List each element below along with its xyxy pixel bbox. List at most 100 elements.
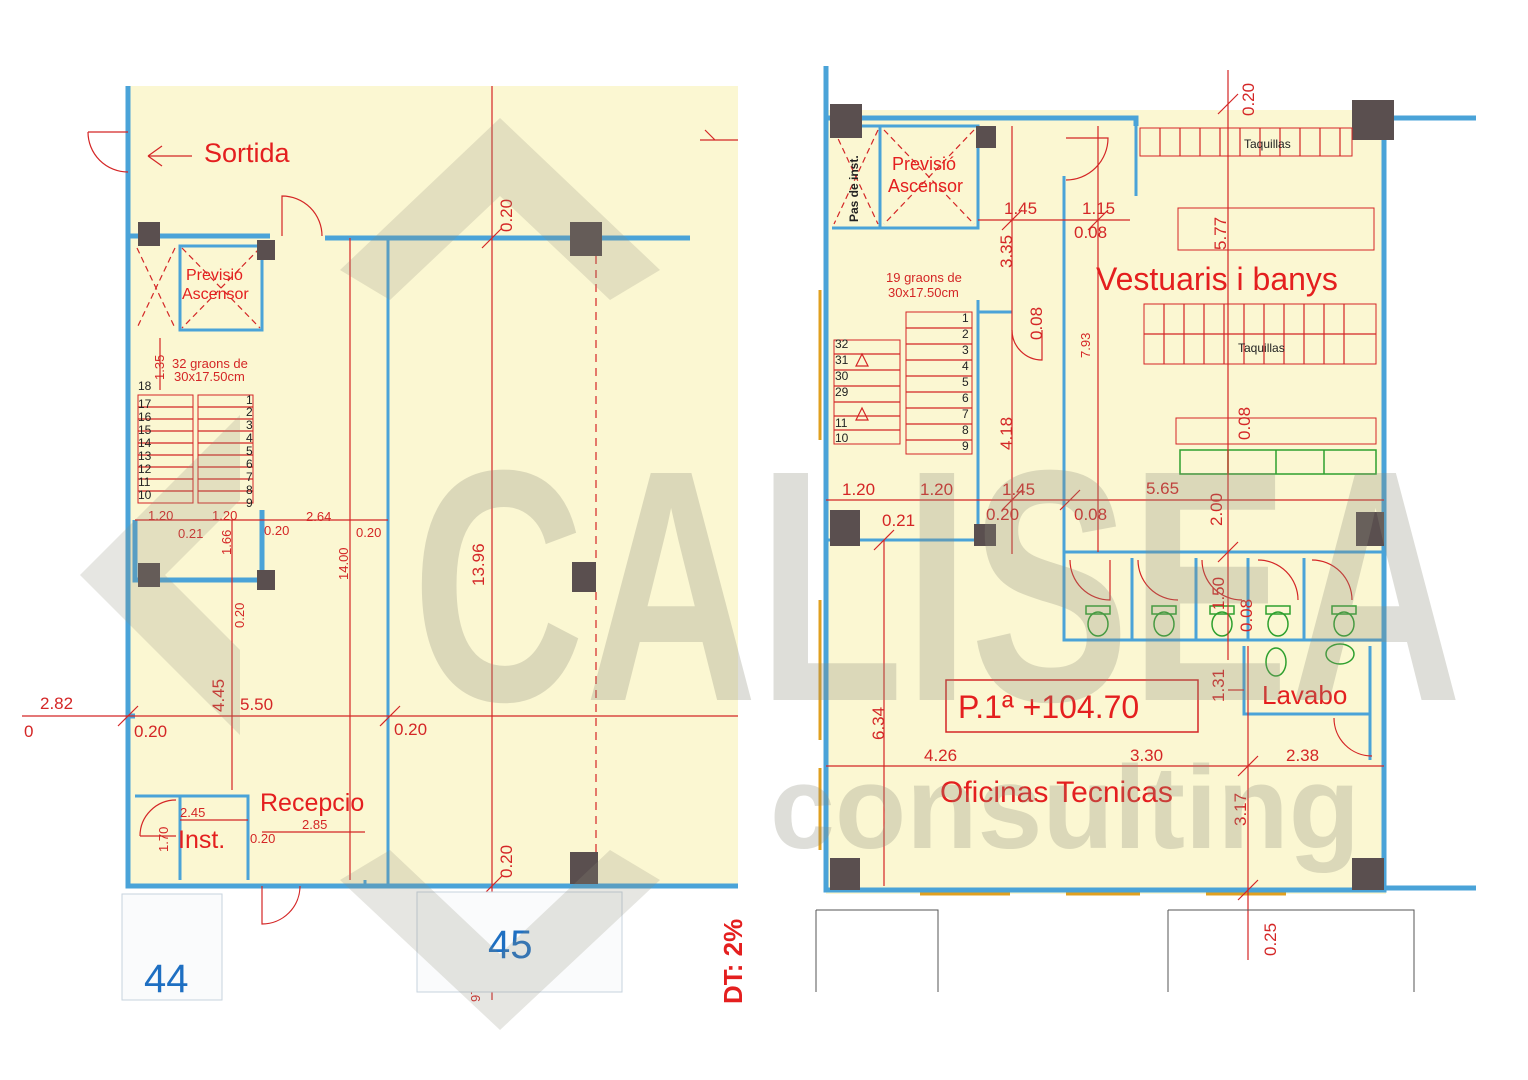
dim-left-0-20a: 0.20 — [264, 523, 289, 538]
dim-right-0-08e: 0.08 — [1237, 599, 1256, 632]
svg-text:7: 7 — [246, 470, 253, 484]
dim-2-00: 2.00 — [1207, 493, 1226, 526]
left-column-7 — [570, 852, 598, 884]
lockers-mid-label: Taquillas — [1238, 341, 1285, 355]
left-elevator-cross — [181, 247, 261, 329]
svg-text:31: 31 — [835, 353, 849, 367]
svg-text:32: 32 — [835, 337, 849, 351]
dim-6-34: 6.34 — [869, 707, 888, 740]
svg-text:5: 5 — [962, 375, 969, 389]
dim-left-0-20d: 0.20 — [134, 722, 167, 741]
left-stair-wall — [132, 510, 265, 583]
svg-text:13: 13 — [138, 449, 152, 463]
left-corridor-wall — [125, 176, 690, 241]
svg-text:14: 14 — [138, 436, 152, 450]
left-inst-door — [139, 799, 177, 837]
left-column-5 — [570, 222, 602, 256]
svg-text:30: 30 — [835, 369, 849, 383]
left-column-4 — [257, 570, 275, 590]
dim-right-1-20a: 1.20 — [842, 480, 875, 499]
dim-1-15: 1.15 — [1082, 199, 1115, 218]
left-elevator-wall — [178, 244, 264, 332]
svg-text:29: 29 — [835, 385, 849, 399]
dim-right-1-45a: 1.45 — [1004, 199, 1037, 218]
svg-text:2: 2 — [246, 405, 253, 419]
dim-right-0-08b: 0.08 — [1027, 307, 1046, 340]
right-column-4 — [830, 510, 860, 546]
right-column-5 — [974, 524, 996, 546]
toilets — [1085, 605, 1357, 677]
left-column-3 — [138, 563, 160, 587]
right-shaft-cross — [833, 129, 879, 225]
dim-2-82: 2.82 — [40, 694, 73, 713]
right-changing-wall — [1062, 176, 1384, 642]
svg-text:8: 8 — [246, 483, 253, 497]
dim-right-0-08d: 0.08 — [1074, 505, 1107, 524]
right-column-2 — [976, 126, 996, 148]
left-stairs: 1 2 3 4 5 6 7 8 9 18 17 16 15 14 13 12 1… — [137, 379, 254, 510]
dim-5-77: 5.77 — [1211, 217, 1230, 250]
svg-text:8: 8 — [962, 423, 969, 437]
svg-text:5: 5 — [246, 444, 253, 458]
svg-text:18: 18 — [138, 379, 152, 393]
level-label: P.1ª +104.70 — [958, 689, 1139, 725]
dim-left-0-20f: 0.20 — [250, 831, 275, 846]
dim-2-85: 2.85 — [302, 817, 327, 832]
installations-label: Inst. — [178, 826, 225, 854]
dim-left-1-20a: 1.20 — [148, 508, 173, 523]
left-exit-door — [87, 131, 129, 173]
svg-text:3: 3 — [246, 418, 253, 432]
dim-2-64: 2.64 — [306, 509, 331, 524]
dim-right-0-20-top: 0.20 — [1239, 83, 1258, 116]
right-top-wall — [826, 115, 1476, 891]
dim-4-18: 4.18 — [997, 417, 1016, 450]
svg-text:11: 11 — [835, 416, 848, 430]
svg-text:16: 16 — [138, 410, 152, 424]
dim-1-35: 1.35 — [152, 355, 167, 380]
right-wc-walls — [1130, 558, 1372, 760]
svg-text:11: 11 — [138, 475, 151, 489]
dim-1-66: 1.66 — [219, 530, 234, 555]
right-stair-door — [1011, 329, 1043, 361]
unit-44-box — [121, 893, 223, 1001]
right-elevator-cross — [883, 129, 975, 225]
lockers-mid — [1143, 303, 1377, 365]
dim-3-35: 3.35 — [997, 235, 1016, 268]
svg-text:17: 17 — [138, 397, 152, 411]
svg-text:9: 9 — [246, 496, 253, 510]
level-box — [945, 679, 1199, 733]
svg-text:7: 7 — [962, 407, 969, 421]
left-dimension-lines — [22, 86, 738, 1000]
dim-0-25: 0.25 — [1261, 923, 1280, 956]
left-stairs-note-2: 30x17.50cm — [174, 369, 245, 384]
dim-4-26: 4.26 — [924, 746, 957, 765]
right-wc-doors — [1069, 559, 1353, 601]
left-column-2 — [257, 240, 275, 260]
reception-label: Recepcio — [260, 789, 364, 817]
lockers-top — [1139, 127, 1375, 251]
dim-left-0-20e: 0.20 — [394, 720, 427, 739]
dim-1-50: 1.50 — [1209, 577, 1228, 610]
dim-left-0-20-top: 0.20 — [497, 199, 516, 232]
unit-45-number: 45 — [488, 923, 533, 967]
left-column-1 — [138, 222, 160, 246]
dim-2-38: 2.38 — [1286, 746, 1319, 765]
svg-text:4: 4 — [246, 431, 253, 445]
dim-13-96: 13.96 — [469, 543, 488, 586]
right-windows — [818, 290, 1286, 896]
right-stairs-note-2: 30x17.50cm — [888, 285, 959, 300]
dim-1-70: 1.70 — [156, 827, 171, 852]
watermark-brand: CALISEA — [412, 401, 1462, 770]
left-floor-area — [128, 86, 738, 888]
dim-left-0-20g: 0.20 — [497, 845, 516, 878]
right-plan: 1 2 3 4 5 6 7 8 9 32 31 30 29 11 10 — [815, 66, 1476, 992]
right-shaft-wall — [832, 124, 980, 230]
exit-arrow — [147, 145, 192, 167]
dim-left-0-20b: 0.20 — [356, 525, 381, 540]
dim-5-50: 5.50 — [240, 695, 273, 714]
svg-text:6: 6 — [246, 457, 253, 471]
right-column-3 — [1352, 100, 1394, 140]
